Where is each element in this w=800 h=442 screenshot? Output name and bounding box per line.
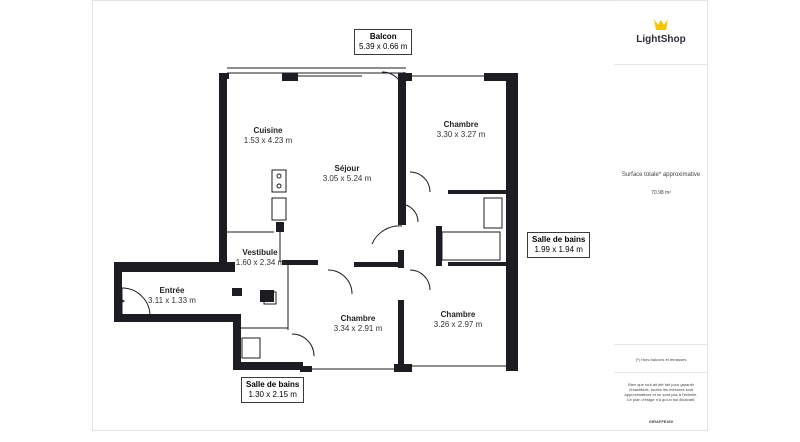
room-dimensions: 3.30 x 3.27 m (436, 130, 486, 139)
room-name: Salle de bains (246, 380, 300, 389)
surface-value: 70.98 m² (651, 190, 671, 196)
disclaimer: Bien que tout ait été fait pour garantir… (624, 382, 698, 402)
room-name: Chambre (443, 120, 479, 129)
room-label-balcon: Balcon 5.39 x 0.66 m (354, 29, 413, 55)
credit: GIRAFFE360 (648, 419, 674, 424)
walls (114, 73, 518, 372)
divider (614, 0, 708, 1)
lightshop-logo-icon (654, 19, 668, 30)
room-name: Cuisine (253, 126, 283, 135)
room-label-chambre-3: Chambre 3.26 x 2.97 m (434, 310, 482, 330)
room-label-vestibule: Vestibule 1.60 x 2.34 m (236, 248, 284, 268)
surface-title: Surface totale* approximative (621, 172, 701, 178)
room-name: Entrée (159, 286, 185, 295)
room-label-salle-de-bains-1: Salle de bains 1.99 x 1.94 m (527, 232, 591, 258)
room-label-salle-de-bains-2: Salle de bains 1.30 x 2.15 m (241, 377, 305, 403)
room-name: Séjour (334, 164, 360, 173)
divider (614, 344, 708, 345)
room-label-sejour: Séjour 3.05 x 5.24 m (323, 164, 371, 184)
room-name: Chambre (340, 314, 376, 323)
info-sidebar: LightShop Surface totale* approximative … (614, 0, 708, 431)
room-name: Vestibule (242, 248, 278, 257)
thin-lines (117, 67, 506, 370)
footnote: (*) Hors balcons et terrasses (635, 357, 687, 362)
room-label-entree: Entrée 3.11 x 1.33 m (148, 286, 196, 306)
floor-plan: Cuisine 1.53 x 4.23 m Séjour 3.05 x 5.24… (92, 0, 612, 431)
room-label-chambre-2: Chambre 3.34 x 2.91 m (334, 314, 382, 334)
divider (614, 64, 708, 65)
room-dimensions: 3.11 x 1.33 m (148, 296, 196, 305)
room-name: Chambre (440, 310, 476, 319)
room-label-chambre-1: Chambre 3.30 x 3.27 m (437, 120, 485, 140)
brand-name: LightShop (636, 34, 686, 45)
room-label-cuisine: Cuisine 1.53 x 4.23 m (244, 126, 292, 146)
room-name: Balcon (369, 32, 397, 41)
room-dimensions: 1.30 x 2.15 m (248, 390, 297, 399)
room-dimensions: 1.53 x 4.23 m (243, 136, 293, 145)
room-dimensions: 3.05 x 5.24 m (322, 174, 372, 183)
room-dimensions: 3.34 x 2.91 m (333, 324, 383, 333)
room-dimensions: 3.26 x 2.97 m (433, 320, 483, 329)
room-dimensions: 1.60 x 2.34 m (235, 258, 285, 267)
room-dimensions: 1.99 x 1.94 m (534, 245, 583, 254)
divider (614, 372, 708, 373)
floor-plan-drawing (114, 67, 518, 372)
room-dimensions: 5.39 x 0.66 m (359, 42, 408, 51)
room-name: Salle de bains (532, 235, 586, 244)
